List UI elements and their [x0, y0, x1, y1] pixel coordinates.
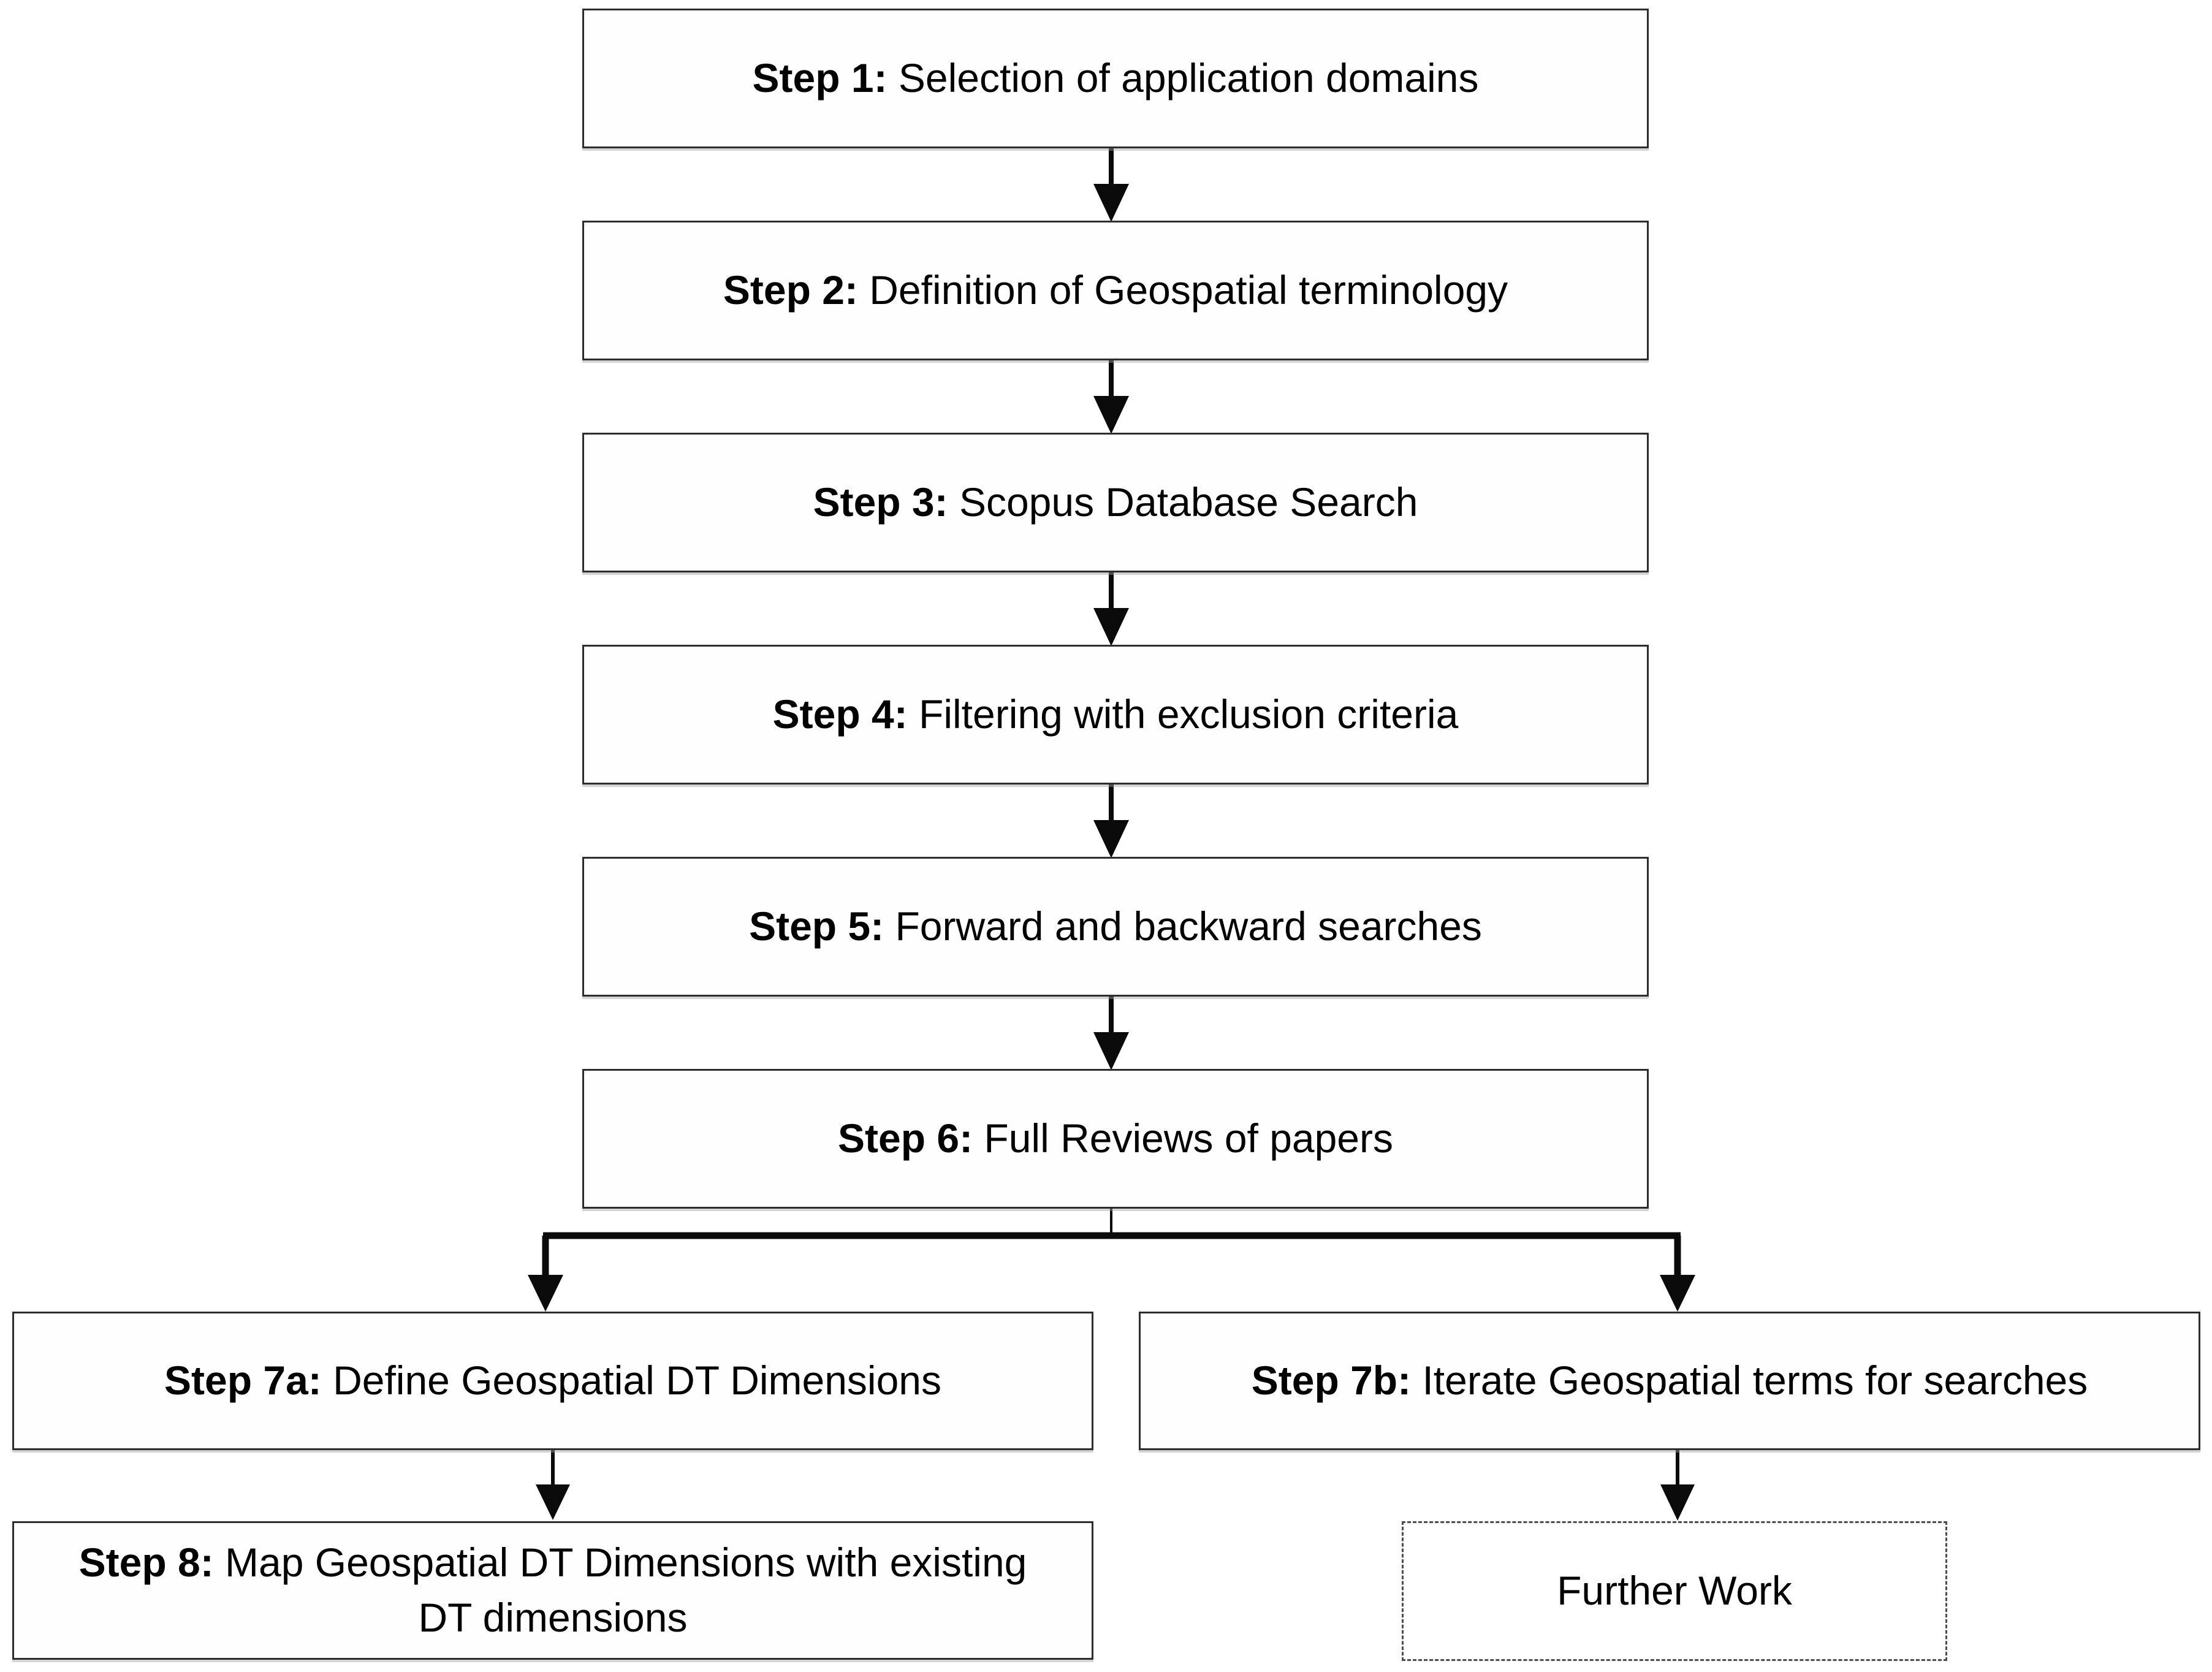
arrow-step7b-to-further-work	[1660, 1449, 1695, 1521]
arrow-step1-to-step2	[1093, 147, 1129, 222]
step-5-label: Step 5: Forward and backward searches	[749, 903, 1482, 949]
step-4-box: Step 4: Filtering with exclusion criteri…	[582, 645, 1649, 785]
step-7a-box: Step 7a: Define Geospatial DT Dimensions	[12, 1312, 1093, 1450]
step-3-box: Step 3: Scopus Database Search	[582, 433, 1649, 572]
further-work-box: Further Work	[1402, 1521, 1947, 1661]
further-work-label: Further Work	[1557, 1568, 1792, 1614]
step-4-label: Step 4: Filtering with exclusion criteri…	[772, 691, 1459, 737]
step-1-label: Step 1: Selection of application domains	[752, 55, 1479, 101]
arrow-step3-to-step4	[1093, 571, 1129, 646]
step-3-prefix: Step 3:	[813, 479, 959, 525]
branch-connector	[528, 1207, 1695, 1312]
step-7b-box: Step 7b: Iterate Geospatial terms for se…	[1139, 1312, 2200, 1450]
arrow-step2-to-step3	[1093, 359, 1129, 434]
step-6-label: Step 6: Full Reviews of papers	[838, 1115, 1393, 1161]
step-7b-label: Step 7b: Iterate Geospatial terms for se…	[1251, 1358, 2088, 1404]
step-8-label: Step 8: Map Geospatial DT Dimensions wit…	[79, 1535, 1027, 1646]
step-1-box: Step 1: Selection of application domains	[582, 9, 1649, 148]
step-2-box: Step 2: Definition of Geospatial termino…	[582, 221, 1649, 360]
step-8-box: Step 8: Map Geospatial DT Dimensions wit…	[12, 1521, 1093, 1660]
arrow-step4-to-step5	[1093, 783, 1129, 858]
step-1-prefix: Step 1:	[752, 55, 899, 101]
step-2-label: Step 2: Definition of Geospatial termino…	[723, 267, 1508, 313]
step-8-line1: Step 8: Map Geospatial DT Dimensions wit…	[78, 1540, 1027, 1586]
step-4-prefix: Step 4:	[772, 691, 919, 737]
arrow-step7a-to-step8	[536, 1449, 570, 1520]
step-7a-prefix: Step 7a:	[164, 1358, 333, 1404]
step-8-line2: DT dimensions	[418, 1595, 688, 1640]
step-2-prefix: Step 2:	[723, 267, 870, 313]
step-5-prefix: Step 5:	[749, 903, 895, 949]
step-6-prefix: Step 6:	[838, 1115, 984, 1161]
step-6-box: Step 6: Full Reviews of papers	[582, 1069, 1649, 1209]
step-7b-prefix: Step 7b:	[1251, 1358, 1423, 1404]
step-7a-label: Step 7a: Define Geospatial DT Dimensions	[164, 1358, 941, 1404]
step-5-box: Step 5: Forward and backward searches	[582, 857, 1649, 997]
step-8-prefix: Step 8:	[78, 1540, 226, 1586]
step-3-label: Step 3: Scopus Database Search	[813, 479, 1418, 525]
arrow-step5-to-step6	[1093, 995, 1129, 1070]
